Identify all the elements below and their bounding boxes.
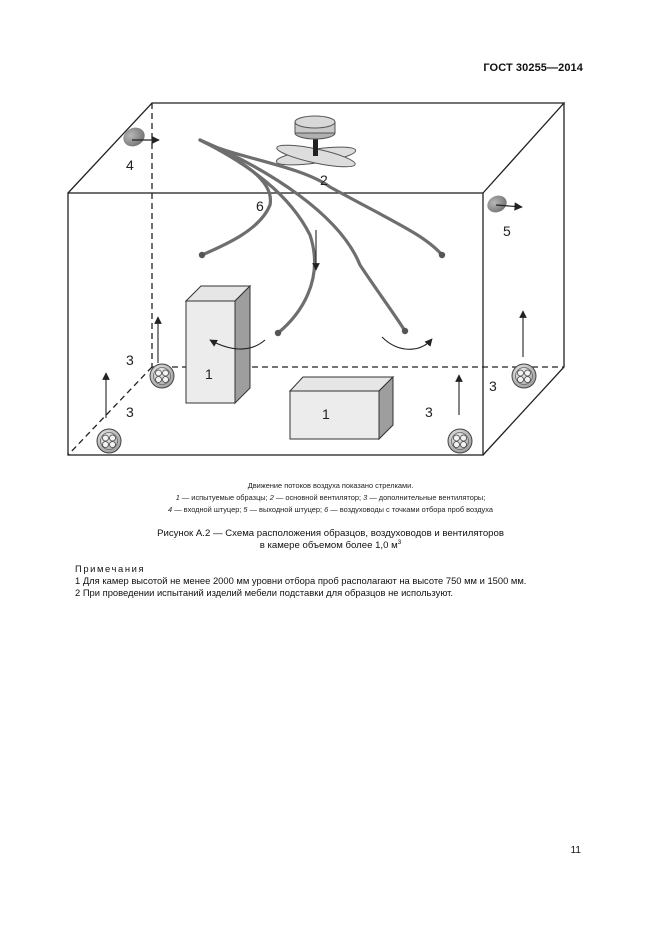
legend-num: 1: [175, 493, 180, 502]
label-sample-front: 1: [322, 406, 330, 422]
chamber-diagram: 4 2 6 5 1 1 3 3 3 3: [60, 95, 575, 470]
label-main-fan: 2: [320, 172, 328, 188]
label-sample-back: 1: [205, 366, 213, 382]
legend-text: — воздуховоды с точками отбора проб возд…: [328, 505, 493, 514]
caption-airflow: Движение потоков воздуха показано стрелк…: [247, 481, 414, 490]
legend-num: 3: [363, 493, 368, 502]
legend-num: 4: [168, 505, 173, 514]
chamber-box: [67, 102, 566, 456]
document-header: ГОСТ 30255—2014: [483, 62, 583, 74]
note-item: 1 Для камер высотой не менее 2000 мм уро…: [75, 575, 527, 586]
label-fan-left-upper: 3: [126, 352, 134, 368]
duct-sampling-points: [198, 251, 446, 337]
note-item: 2 При проведении испытаний изделий мебел…: [75, 587, 453, 598]
legend-num: 5: [243, 505, 248, 514]
label-outlet: 5: [503, 223, 511, 239]
figure-title: Рисунок А.2 — Схема расположения образцо…: [0, 528, 661, 552]
inlet-fitting: [123, 127, 160, 147]
legend-num: 6: [324, 505, 329, 514]
air-ducts: [198, 138, 444, 335]
legend-num: 2: [269, 493, 274, 502]
caption-legend-line1: 1 — испытуемые образцы; 2 — основной вен…: [0, 492, 661, 504]
sample-back: [184, 284, 252, 405]
legend-text: — выходной штуцер;: [247, 505, 325, 514]
figure-title-line2-text: в камере объемом более 1,0 м: [259, 540, 398, 551]
legend-text: — основной вентилятор;: [273, 493, 364, 502]
notes-title: Примечания: [75, 563, 146, 574]
label-fan-left-lower: 3: [126, 404, 134, 420]
main-fan: [275, 115, 357, 168]
caption-legend-line2: 4 — входной штуцер; 5 — выходной штуцер;…: [0, 504, 661, 516]
page-number: 11: [570, 845, 581, 856]
chamber-diagram-svg: 4 2 6 5 1 1 3 3 3 3: [67, 102, 566, 456]
legend-text: — дополнительные вентиляторы;: [367, 493, 486, 502]
figure-title-line1: Рисунок А.2 — Схема расположения образцо…: [157, 528, 504, 539]
airflow-arrows: [102, 230, 527, 418]
label-fan-right-lower: 3: [425, 404, 433, 420]
fan-icon: [96, 363, 537, 454]
label-ducts: 6: [256, 198, 264, 214]
label-fan-right-upper: 3: [489, 378, 497, 394]
label-inlet: 4: [126, 157, 134, 173]
legend-text: — испытуемые образцы;: [179, 493, 270, 502]
outlet-fitting: [487, 195, 523, 213]
sample-front: [288, 375, 395, 441]
notes-section: Примечания 1 Для камер высотой не менее …: [75, 563, 526, 599]
figure-title-sup: 3: [397, 538, 402, 546]
figure-title-line2: в камере объемом более 1,0 м3: [0, 538, 661, 552]
legend-text: — входной штуцер;: [172, 505, 244, 514]
